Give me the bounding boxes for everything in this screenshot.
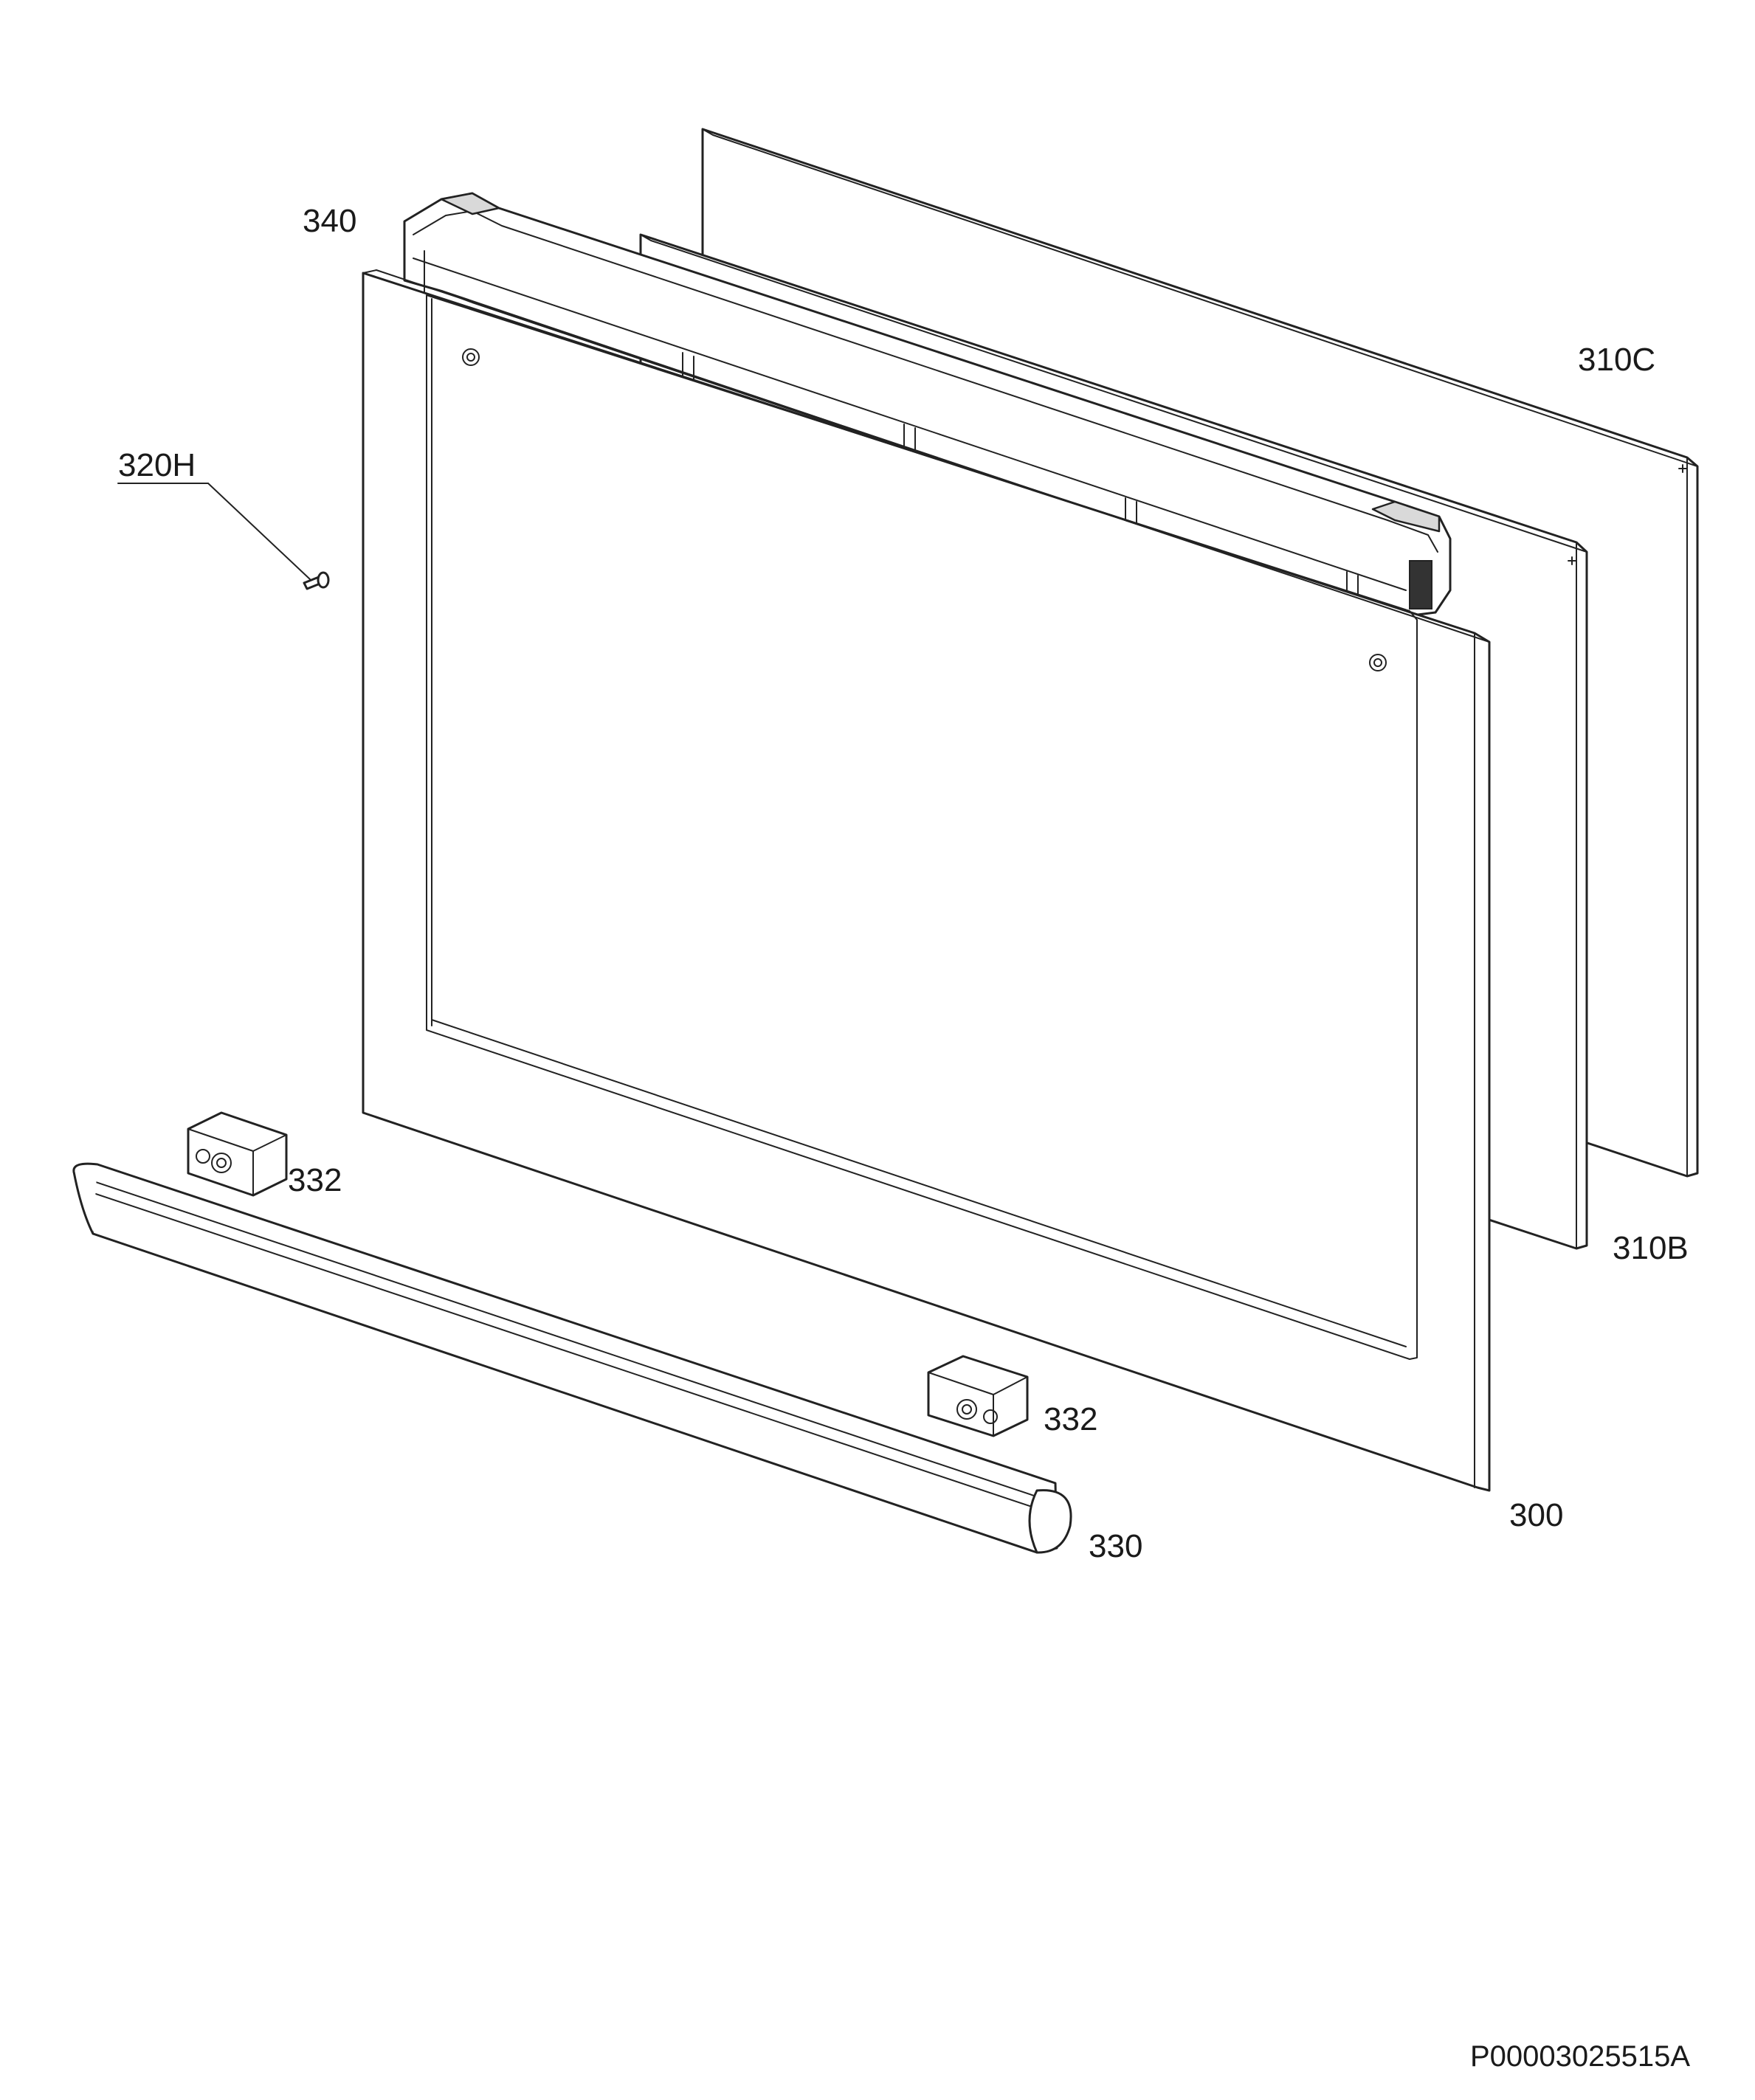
label-320h: 320H (118, 447, 196, 483)
label-330: 330 (1089, 1528, 1142, 1564)
label-340: 340 (303, 203, 356, 239)
part-332-upper-block (187, 1111, 288, 1197)
label-332-upper: 332 (288, 1162, 342, 1198)
part-300-front-glass (362, 269, 1491, 1492)
label-310b: 310B (1613, 1230, 1689, 1266)
part-320h-screw (117, 483, 330, 590)
part-330-handle (72, 1162, 1072, 1554)
label-332-lower: 332 (1044, 1401, 1097, 1437)
label-310c: 310C (1578, 342, 1655, 378)
part-332-lower-block (927, 1355, 1029, 1437)
label-300: 300 (1509, 1497, 1563, 1533)
document-number: P00003025515A (1470, 2040, 1690, 2073)
